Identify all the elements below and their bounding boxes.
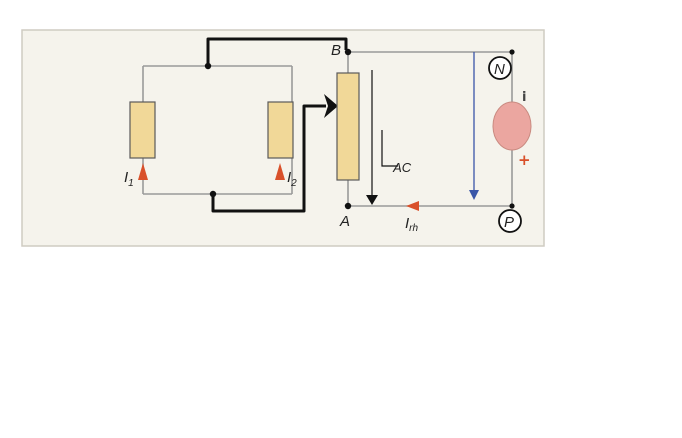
voltage-uac-arrowhead <box>366 195 378 205</box>
source-voltage-arrowhead <box>469 190 479 200</box>
terminal-n-circle <box>488 56 512 80</box>
terminal-p-circle <box>498 209 522 233</box>
node-a-label: A <box>339 213 350 230</box>
rheostat-current-arrow-icon <box>406 201 419 211</box>
resistor-2 <box>267 101 294 159</box>
current-1-label: I1 <box>124 169 134 189</box>
current-1-arrow-icon <box>138 163 148 180</box>
node-b-label: B <box>331 42 341 59</box>
terminal-p-label: P <box>504 214 514 231</box>
terminal-n-label: N <box>494 61 505 78</box>
resistor-1 <box>129 101 156 159</box>
current-2-label: I2 <box>287 169 297 189</box>
voltage-index: AC <box>392 160 412 175</box>
voltage-source-icon <box>492 101 532 151</box>
rheostat <box>336 72 360 181</box>
current-2-symbol: I <box>287 169 291 186</box>
rheostat-current-symbol: I <box>405 215 409 232</box>
junction-dots <box>204 48 515 210</box>
parallel-branch-wires <box>142 65 293 195</box>
thick-connection-wires <box>206 37 348 213</box>
current-2-arrow-icon <box>275 163 285 180</box>
slider-contact-arrow <box>324 94 338 118</box>
rheostat-current-label: Irh <box>405 215 419 234</box>
current-1-symbol: I <box>124 169 128 186</box>
current-2-index: 2 <box>290 178 297 189</box>
source-plus-label: + <box>518 151 531 169</box>
current-1-index: 1 <box>128 178 134 189</box>
rheostat-current-index: rh <box>409 223 418 234</box>
voltage-uac-label: UAC <box>381 151 412 175</box>
voltage-uac-bracket <box>381 130 398 167</box>
source-minus-label: i <box>522 90 526 105</box>
